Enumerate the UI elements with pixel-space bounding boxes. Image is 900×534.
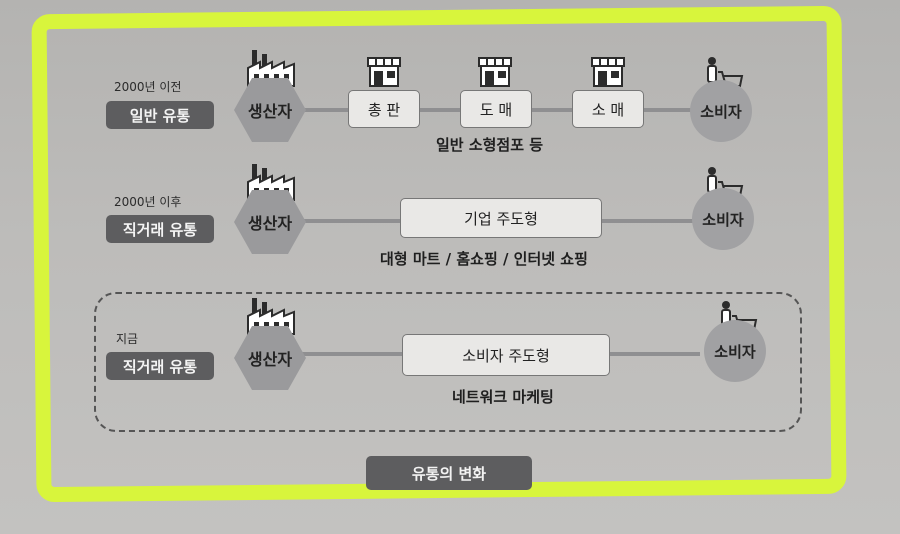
consumer-node: 소비자 [704,320,766,382]
distribution-type-badge: 직거래 유통 [106,215,214,243]
era-label: 지금 [116,332,139,346]
store-icon [478,57,512,87]
consumer-label: 소비자 [700,102,742,121]
intermediary-box: 도 매 [460,90,532,128]
intermediary-label: 소 매 [591,100,625,119]
producer-node: 생산자 [234,190,306,254]
channel-box: 기업 주도형 [400,198,602,238]
intermediary-label: 도 매 [479,100,513,119]
channel-box: 소비자 주도형 [402,334,610,376]
consumer-node: 소비자 [690,80,752,142]
producer-label: 생산자 [247,214,293,233]
store-icon [367,57,401,87]
intermediary-box: 총 판 [348,90,420,128]
current-era-frame [94,292,802,432]
row-caption: 대형 마트 / 홈쇼핑 / 인터넷 쇼핑 [380,250,588,268]
channel-label: 기업 주도형 [464,209,538,228]
row-caption: 네트워크 마케팅 [452,388,554,406]
figure-title: 유통의 변화 [366,456,532,490]
store-icon [591,57,625,87]
row-caption: 일반 소형점포 등 [436,136,544,154]
distribution-type-badge: 일반 유통 [106,101,214,129]
producer-label: 생산자 [247,350,293,369]
era-label: 2000년 이후 [114,195,182,209]
producer-label: 생산자 [247,102,293,121]
consumer-label: 소비자 [714,342,756,361]
consumer-node: 소비자 [692,188,754,250]
era-label: 2000년 이전 [114,80,182,94]
intermediary-label: 총 판 [367,100,401,119]
distribution-type-badge: 직거래 유통 [106,352,214,380]
consumer-label: 소비자 [702,210,744,229]
channel-label: 소비자 주도형 [462,346,550,365]
intermediary-box: 소 매 [572,90,644,128]
